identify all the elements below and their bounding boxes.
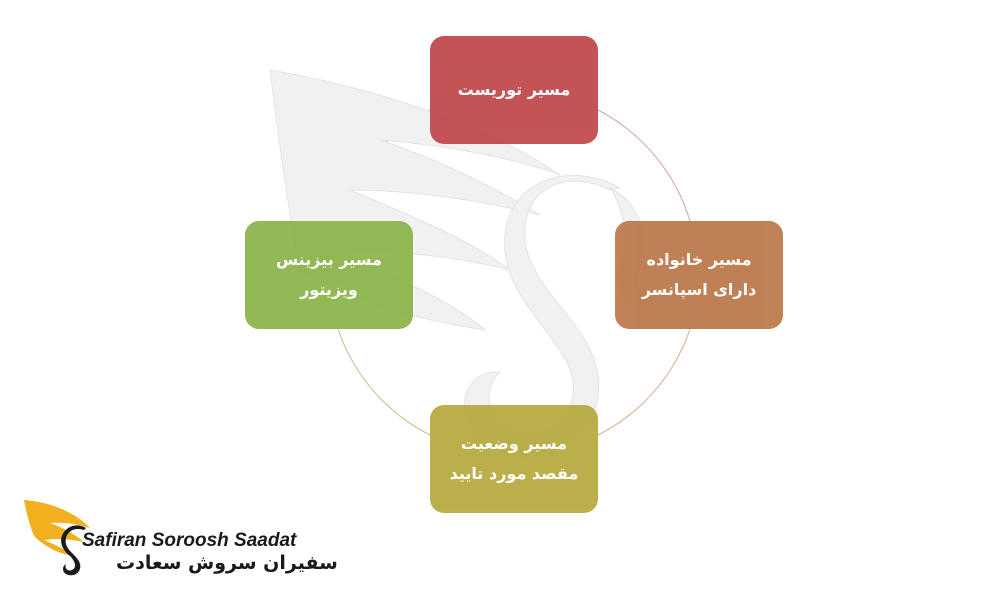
node-tourist-route: مسیر توریست — [430, 36, 598, 144]
node-label: مسیر بیزینس ویزیتور — [276, 250, 382, 299]
arc-bottom-right — [597, 328, 691, 436]
logo-name-en: Safiran Soroosh Saadat — [82, 530, 297, 551]
arc-top-right — [597, 109, 691, 222]
node-family-sponsor-route: مسیر خانواده دارای اسپانسر — [615, 221, 783, 329]
logo-name-fa: سفیران سروش سعادت — [116, 552, 338, 574]
node-label: مسیر خانواده دارای اسپانسر — [641, 250, 757, 299]
winged-s-icon — [24, 500, 90, 576]
node-approved-destination-route: مسیر وضعیت مقصد مورد تایید — [430, 405, 598, 513]
node-label: مسیر وضعیت مقصد مورد تایید — [449, 434, 579, 483]
company-logo: Safiran Soroosh Saadat سفیران سروش سعادت — [20, 490, 338, 580]
node-label: مسیر توریست — [457, 80, 571, 99]
node-business-visitor-route: مسیر بیزینس ویزیتور — [245, 221, 413, 329]
wing-icon — [24, 500, 90, 556]
swan-s-icon — [61, 525, 86, 576]
arc-bottom-left — [337, 328, 431, 436]
